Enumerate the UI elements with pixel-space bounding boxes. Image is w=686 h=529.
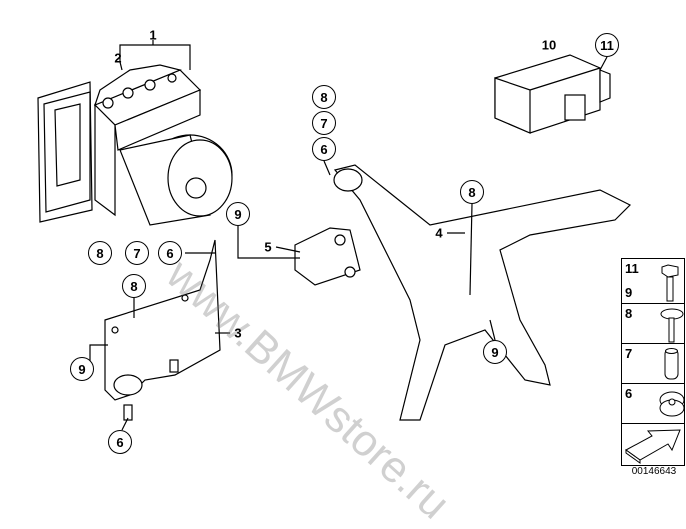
small-bracket — [294, 227, 361, 286]
sensor-module — [494, 54, 611, 134]
diagram-code: 00146643 — [631, 466, 677, 477]
callout-6: 6 — [312, 137, 336, 161]
legend-row-washer-bolt: 8 — [622, 304, 684, 344]
callout-5: 5 — [264, 239, 272, 255]
leader-lines — [119, 40, 191, 71]
legend-row-clip-nut: 6 — [622, 384, 684, 424]
arrow-icon — [625, 429, 681, 464]
leader-line — [599, 56, 608, 71]
callout-7: 7 — [312, 111, 336, 135]
left-bracket — [104, 239, 221, 421]
clip-nut-icon — [659, 391, 684, 417]
legend-row-bolt: 11 9 — [622, 259, 684, 304]
legend-label: 11 — [625, 261, 639, 276]
callout-9: 9 — [70, 357, 94, 381]
sleeve-icon — [664, 348, 679, 380]
callout-1: 1 — [149, 27, 157, 43]
legend-label: 6 — [625, 386, 633, 401]
legend-row-arrow — [622, 424, 684, 465]
callout-8: 8 — [88, 241, 112, 265]
callout-8: 8 — [460, 180, 484, 204]
callout-8: 8 — [122, 274, 146, 298]
leader-lines — [323, 160, 496, 341]
legend-label: 9 — [625, 285, 633, 300]
callout-11: 11 — [595, 33, 619, 57]
legend-label: 7 — [625, 346, 633, 361]
parts-drawing — [37, 40, 632, 431]
callout-6: 6 — [158, 241, 182, 265]
callout-8: 8 — [312, 85, 336, 109]
legend-label: 8 — [625, 306, 633, 321]
callout-6: 6 — [108, 430, 132, 454]
callout-7: 7 — [125, 241, 149, 265]
leader-lines — [237, 226, 301, 259]
callout-9: 9 — [226, 202, 250, 226]
callout-4: 4 — [435, 225, 443, 241]
abs-hydraulic-unit — [37, 64, 233, 226]
callout-10: 10 — [541, 37, 557, 53]
fastener-legend: 11 9 8 7 6 — [621, 258, 685, 466]
callout-2: 2 — [114, 50, 122, 66]
bolt-icon — [661, 264, 679, 302]
legend-row-sleeve: 7 — [622, 344, 684, 384]
callout-3: 3 — [234, 325, 242, 341]
callout-9: 9 — [483, 340, 507, 364]
main-bracket — [333, 164, 632, 421]
washer-bolt-icon — [660, 308, 684, 343]
